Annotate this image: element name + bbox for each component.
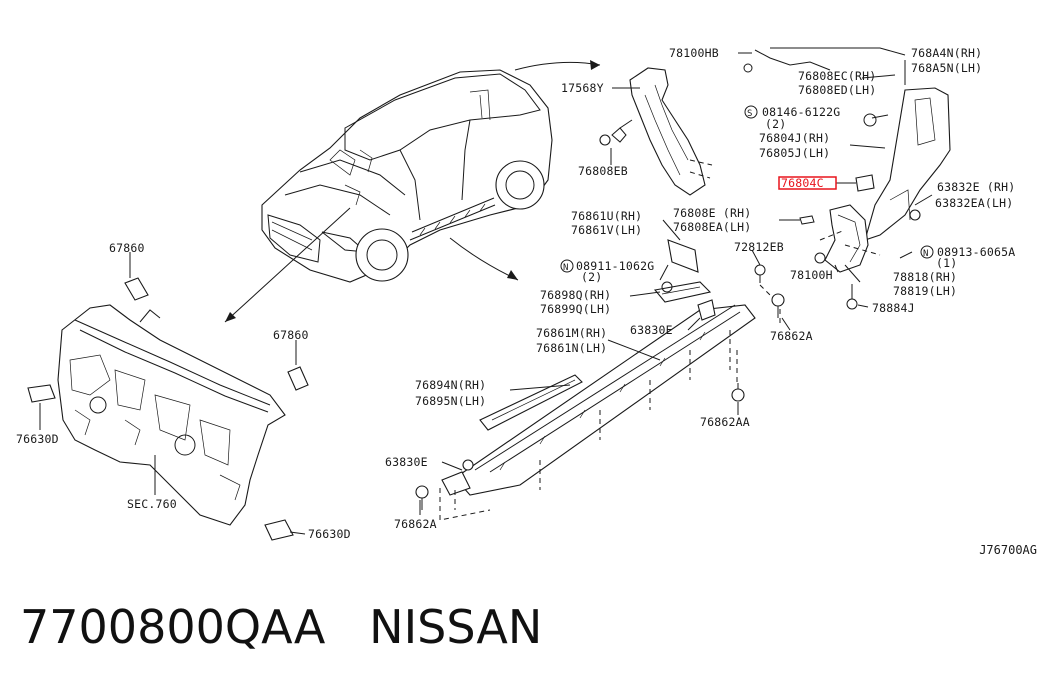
- fastener-symbols: S N N: [560, 105, 934, 273]
- part-label-76630D-b[interactable]: 76630D: [308, 527, 351, 541]
- part-label-63830E-a[interactable]: 63830E: [630, 323, 673, 337]
- fasteners: [415, 134, 921, 510]
- part-label-78819[interactable]: 78819(LH): [893, 284, 957, 298]
- part-label-78818[interactable]: 78818(RH): [893, 270, 957, 284]
- part-label-78100HB[interactable]: 78100HB: [669, 46, 719, 60]
- part-label-768A5N[interactable]: 768A5N(LH): [911, 61, 982, 75]
- part-label-76808EC[interactable]: 76808EC(RH): [798, 69, 876, 83]
- symbol-n-icon: [920, 245, 934, 259]
- part-label-63830E-b[interactable]: 63830E: [385, 455, 428, 469]
- part-label-76808EA[interactable]: 76808EA(LH): [673, 220, 751, 234]
- part-label-76630D-a[interactable]: 76630D: [16, 432, 59, 446]
- diagram-code: J76700AG: [979, 543, 1037, 557]
- part-label-17568Y[interactable]: 17568Y: [561, 81, 604, 95]
- part-label-76895N[interactable]: 76895N(LH): [415, 394, 486, 408]
- part-label-78884J[interactable]: 78884J: [872, 301, 915, 315]
- part-label-76861M[interactable]: 76861M(RH): [536, 326, 607, 340]
- insulator-pads: [27, 277, 309, 541]
- symbol-n-letter: N: [923, 249, 929, 259]
- part-label-76899Q[interactable]: 76899Q(LH): [540, 302, 611, 316]
- brand-name: NISSAN: [369, 600, 543, 654]
- dash-panel-assembly: [57, 304, 286, 526]
- part-label-76808EB[interactable]: 76808EB: [578, 164, 628, 178]
- part-label-08146-qty: (2): [765, 117, 786, 131]
- part-label-08146[interactable]: 08146-6122G: [762, 105, 840, 119]
- part-label-76805J[interactable]: 76805J(LH): [759, 146, 830, 160]
- wheel-arch-assembly: [814, 174, 875, 310]
- part-label-78100H[interactable]: 78100H: [790, 268, 833, 282]
- symbol-s-icon: [744, 105, 758, 119]
- rear-side-panel: [743, 49, 951, 241]
- part-label-76804C[interactable]: 76804C: [781, 176, 824, 190]
- part-label-08913-qty: (1): [936, 256, 957, 270]
- part-label-76862A-a[interactable]: 76862A: [770, 329, 813, 343]
- footer-caption: 7700800QAA NISSAN: [20, 600, 542, 654]
- part-label-76808E[interactable]: 76808E (RH): [673, 206, 751, 220]
- highlighted-part-box[interactable]: [778, 176, 837, 190]
- symbol-n-icon: [560, 259, 574, 273]
- brackets-group: [653, 215, 815, 303]
- part-label-76862AA[interactable]: 76862AA: [700, 415, 750, 429]
- part-labels: 78100HB 768A4N(RH) 768A5N(LH) 17568Y 768…: [16, 46, 1015, 541]
- part-label-08913[interactable]: 08913-6065A: [937, 245, 1015, 259]
- symbol-s-letter: S: [747, 109, 753, 119]
- part-label-76898Q[interactable]: 76898Q(RH): [540, 288, 611, 302]
- callout-arrows: [224, 60, 601, 323]
- part-number: 7700800QAA: [20, 600, 326, 654]
- part-label-63832EA[interactable]: 63832EA(LH): [935, 196, 1013, 210]
- part-label-63832E[interactable]: 63832E (RH): [937, 180, 1015, 194]
- part-label-76861N[interactable]: 76861N(LH): [536, 341, 607, 355]
- part-label-08911-qty: (2): [581, 270, 602, 284]
- part-label-76808ED[interactable]: 76808ED(LH): [798, 83, 876, 97]
- part-label-sec760[interactable]: SEC.760: [127, 497, 177, 511]
- leader-lines: [39, 47, 933, 535]
- vehicle-illustration: [261, 69, 553, 283]
- part-label-76861U[interactable]: 76861U(RH): [571, 209, 642, 223]
- part-label-72812EB[interactable]: 72812EB: [734, 240, 784, 254]
- part-label-67860-b[interactable]: 67860: [273, 328, 309, 342]
- part-label-76804J[interactable]: 76804J(RH): [759, 131, 830, 145]
- symbol-n-letter: N: [563, 263, 569, 273]
- part-label-76862A-b[interactable]: 76862A: [394, 517, 437, 531]
- part-label-08911[interactable]: 08911-1062G: [576, 259, 654, 273]
- pillar-reinforcement: [611, 67, 713, 196]
- part-label-76861V[interactable]: 76861V(LH): [571, 223, 642, 237]
- part-label-76894N[interactable]: 76894N(RH): [415, 378, 486, 392]
- part-label-67860-a[interactable]: 67860: [109, 241, 145, 255]
- part-label-768A4N[interactable]: 768A4N(RH): [911, 46, 982, 60]
- side-sill-assembly: [441, 299, 756, 496]
